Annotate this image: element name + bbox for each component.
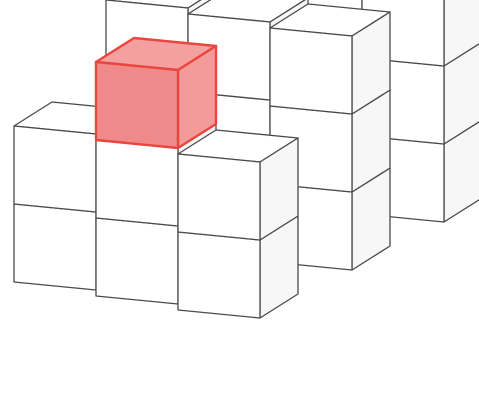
highlighted-cube — [94, 36, 218, 150]
cube — [177, 129, 299, 241]
cube-front-face — [177, 231, 261, 319]
cube — [269, 3, 391, 115]
cube-front-face — [94, 60, 180, 150]
cube-front-face — [13, 203, 97, 291]
cube-front-face — [95, 217, 179, 305]
cube-front-face — [13, 125, 97, 213]
cube-front-face — [95, 139, 179, 227]
cube-front-face — [269, 27, 353, 115]
cube-front-face — [177, 153, 261, 241]
